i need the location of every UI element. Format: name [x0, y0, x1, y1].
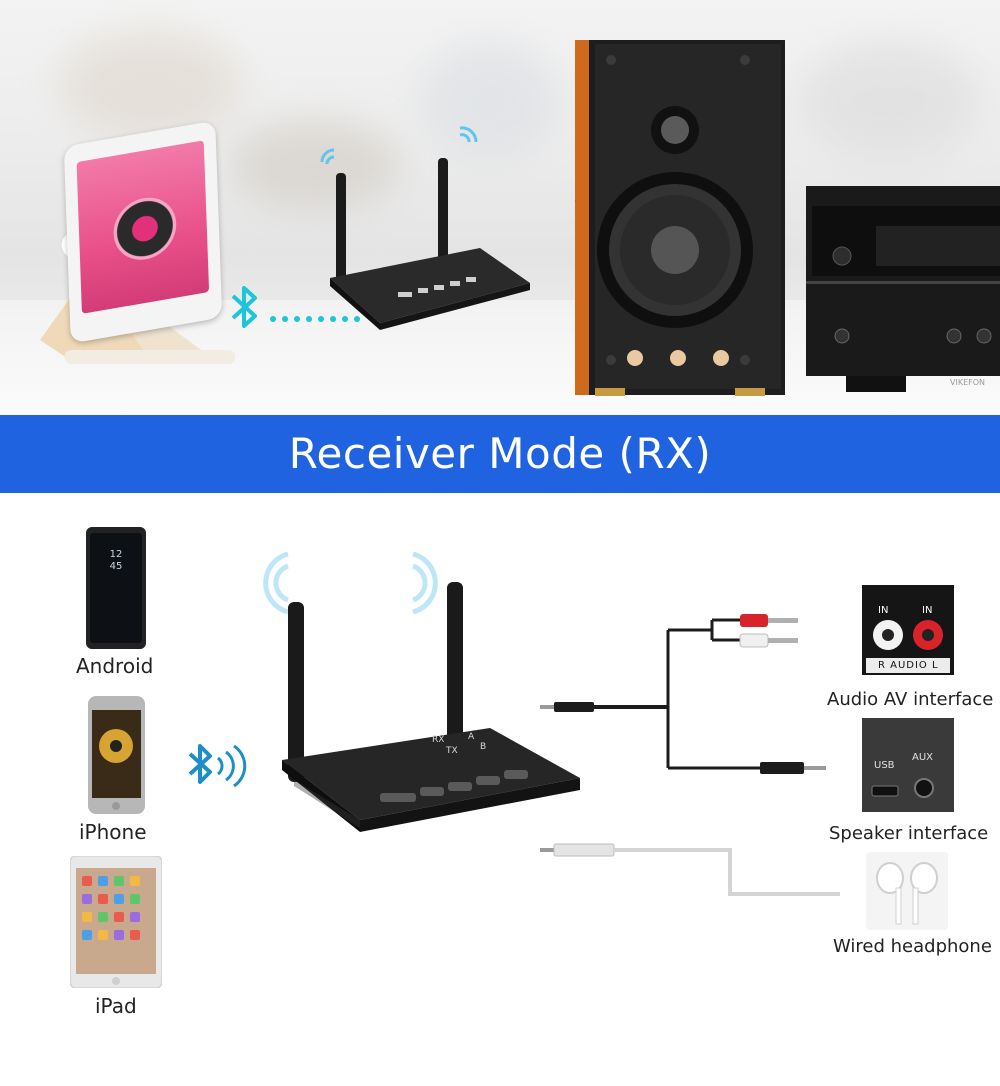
signal-waves-icon [320, 148, 335, 165]
port-label-aux: AUX [912, 752, 934, 763]
output-label-speaker: Speaker interface [829, 823, 989, 844]
av-input-jacks [862, 585, 954, 675]
android-phone-icon: 12 45 [86, 527, 146, 649]
ipad-icon [70, 856, 162, 988]
bluetooth-signal-icon [188, 744, 247, 788]
audio-cables [540, 614, 840, 896]
bluetooth-receiver-device [282, 582, 580, 832]
port-label-usb: USB [874, 760, 895, 771]
mode-label-a: A [468, 732, 475, 742]
signal-waves-icon [263, 551, 290, 615]
banner-title: Receiver Mode (RX) [288, 429, 712, 478]
jack-label-in-right: IN [922, 605, 933, 616]
signal-waves-icon [459, 126, 478, 143]
av-receiver [806, 186, 1000, 392]
output-label-headphone: Wired headphone [833, 936, 992, 957]
output-label-av: Audio AV interface [827, 689, 994, 710]
bluetooth-link-icon [231, 286, 360, 328]
signal-waves-icon [411, 551, 438, 615]
phone-music-app [63, 120, 223, 344]
iphone-icon [88, 696, 145, 814]
mode-label-tx: TX [446, 746, 458, 756]
device-label-ipad: iPad [95, 994, 137, 1018]
device-label-android: Android [76, 654, 154, 678]
jack-label-in-left: IN [878, 605, 889, 616]
audio-label: R AUDIO L [878, 660, 939, 671]
svg-text:45: 45 [110, 561, 123, 572]
bluetooth-transmitter-small [330, 158, 530, 330]
watermark-text: VIKEFON [950, 378, 986, 387]
title-banner [0, 415, 1000, 493]
device-label-iphone: iPhone [79, 820, 147, 844]
svg-text:12: 12 [110, 549, 123, 560]
mode-label-b: B [480, 742, 487, 752]
speaker-usb-aux-panel [862, 718, 954, 812]
bookshelf-speaker [575, 40, 785, 396]
top-scene-photo: VIKEFON [0, 0, 1000, 415]
earphones-icon [866, 852, 948, 930]
mode-label-rx: RX [432, 735, 445, 745]
